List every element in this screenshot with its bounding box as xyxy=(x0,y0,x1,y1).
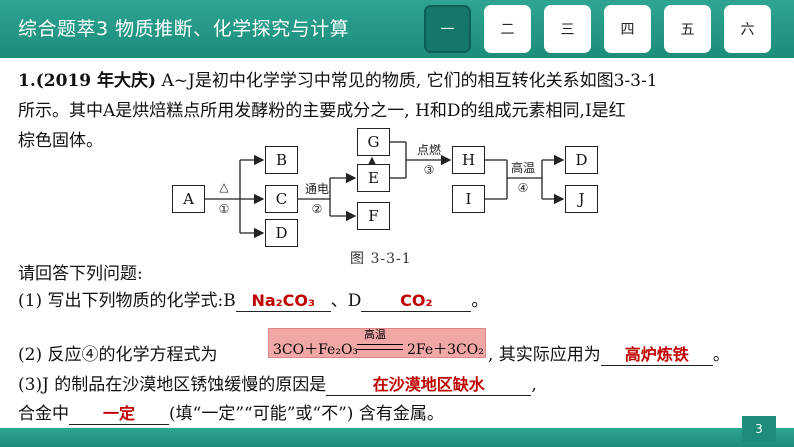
diagram-lines xyxy=(205,141,565,239)
q1-prefix: (1) 写出下列物质的化学式:B xyxy=(18,291,236,311)
q2-suffix: 。 xyxy=(712,345,730,365)
q2-mid: , 其实际应用为 xyxy=(488,345,601,365)
label-step-1: ① xyxy=(218,202,230,216)
q1-sep: 、D xyxy=(330,291,362,311)
application-blank: 高炉炼铁 xyxy=(600,344,713,366)
equation-equals xyxy=(357,344,403,350)
answer-d-blank: CO₂ xyxy=(361,290,472,312)
question-text-1: A~J是初中化学学习中常见的物质, 它们的相互转化关系如图3-3-1 xyxy=(156,71,658,91)
box-i: I xyxy=(452,185,485,213)
figure-caption: 图 3-3-1 xyxy=(350,251,412,267)
tab-6[interactable]: 六 xyxy=(724,5,771,53)
alloy-answer: 一定 xyxy=(102,404,135,423)
q2-prefix: (2) 反应④的化学方程式为 xyxy=(18,345,218,365)
question-line-3: 棕色固体。 xyxy=(18,131,103,151)
label-step-2: ② xyxy=(311,202,323,216)
reaction-diagram: A B C D G E F H I D J △ ① 通电 ② 点燃 ③ 高温 ④ xyxy=(150,122,620,267)
equation-box: 高温 3CO＋Fe₂O₃ 2Fe＋3CO₂ xyxy=(268,328,486,358)
tab-5[interactable]: 五 xyxy=(664,5,711,53)
label-step-4: ④ xyxy=(517,181,529,195)
tab-2[interactable]: 二 xyxy=(484,5,531,53)
label-ignite: 点燃 xyxy=(416,143,441,157)
question-line-1: 1.(2019 年大庆) A~J是初中化学学习中常见的物质, 它们的相互转化关系… xyxy=(18,70,658,92)
answer-d: CO₂ xyxy=(400,291,433,310)
equation-right: 2Fe＋3CO₂ xyxy=(407,342,484,358)
label-heat: △ xyxy=(219,180,229,194)
box-h: H xyxy=(452,146,485,174)
prompt-text: 请回答下列问题: xyxy=(18,264,143,284)
tab-4[interactable]: 四 xyxy=(604,5,651,53)
q3-suffix: , xyxy=(531,375,537,395)
question-number: 1.(2019 年大庆) xyxy=(18,71,157,91)
q3-line-2: 合金中 一定 (填“一定”“可能”或“不”) 含有金属。 xyxy=(18,403,444,425)
answer-b: Na₂CO₃ xyxy=(251,291,315,310)
footer-bar xyxy=(0,428,794,447)
answer-b-blank: Na₂CO₃ xyxy=(235,290,331,312)
reason-blank: 在沙漠地区缺水 xyxy=(326,374,532,396)
box-a: A xyxy=(172,185,205,213)
label-high-temp: 高温 xyxy=(510,161,535,175)
q3-line2-prefix: 合金中 xyxy=(18,404,69,424)
box-g: G xyxy=(357,128,390,156)
box-c: C xyxy=(265,185,298,213)
reason-answer: 在沙漠地区缺水 xyxy=(372,375,485,394)
tab-3[interactable]: 三 xyxy=(544,5,591,53)
box-d2: D xyxy=(565,146,598,174)
q1-suffix: 。 xyxy=(471,291,489,311)
application-answer: 高炉炼铁 xyxy=(624,345,689,364)
q3-prefix: (3)J 的制品在沙漠地区锈蚀缓慢的原因是 xyxy=(18,375,327,395)
q3-line-1: (3)J 的制品在沙漠地区锈蚀缓慢的原因是 在沙漠地区缺水, xyxy=(18,374,537,396)
header-bar: 综合题萃3 物质推断、化学探究与计算 一 二 三 四 五 六 xyxy=(0,0,794,58)
box-d1: D xyxy=(265,219,298,247)
equation-condition: 高温 xyxy=(364,328,386,341)
page-number: 3 xyxy=(742,416,776,442)
alloy-blank: 一定 xyxy=(69,403,169,425)
label-step-3: ③ xyxy=(423,163,435,177)
equation-left: 3CO＋Fe₂O₃ xyxy=(273,342,359,358)
box-f: F xyxy=(357,202,390,230)
question-line-2: 所示。其中A是烘焙糕点所用发酵粉的主要成分之一, H和D的组成元素相同,I是红 xyxy=(18,101,626,121)
q3-line2-suffix: (填“一定”“可能”或“不”) 含有金属。 xyxy=(169,404,444,424)
box-e: E xyxy=(357,164,390,192)
label-electrolysis: 通电 xyxy=(304,182,329,196)
q2-tail: , 其实际应用为 高炉炼铁 。 xyxy=(488,344,730,366)
box-b: B xyxy=(265,146,298,174)
box-j: J xyxy=(565,185,598,213)
tab-1[interactable]: 一 xyxy=(424,5,471,53)
q1-line: (1) 写出下列物质的化学式:B Na₂CO₃ 、D CO₂ 。 xyxy=(18,290,488,312)
header-title: 综合题萃3 物质推断、化学探究与计算 xyxy=(18,18,350,40)
